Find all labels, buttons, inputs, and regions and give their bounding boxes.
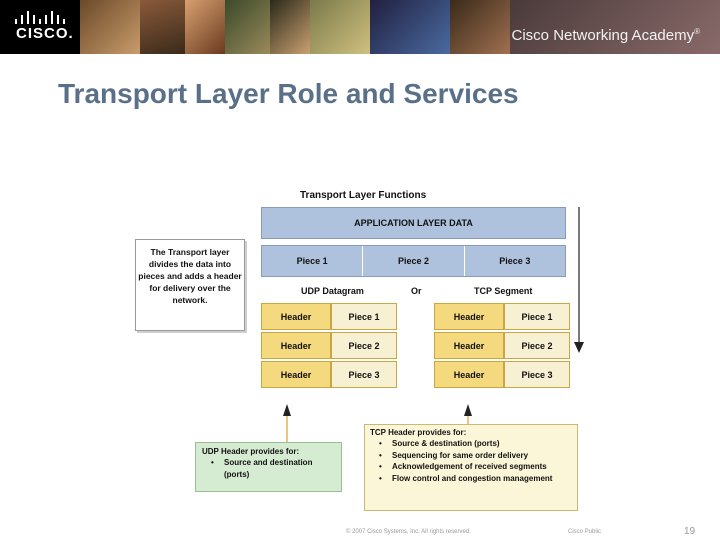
udp-box-title: UDP Header provides for: bbox=[202, 447, 300, 456]
banner-photo bbox=[140, 0, 185, 54]
tcp-segment-row: Header Piece 1 bbox=[434, 303, 570, 330]
udp-segment-row: Header Piece 1 bbox=[261, 303, 397, 330]
tcp-header-box: TCP Header provides for: Source & destin… bbox=[364, 424, 578, 511]
udp-segment-row: Header Piece 3 bbox=[261, 361, 397, 388]
banner-photo bbox=[370, 0, 450, 54]
tcp-box-item: Sequencing for same order delivery bbox=[370, 450, 572, 462]
banner-photo bbox=[185, 0, 225, 54]
or-label: Or bbox=[411, 286, 422, 296]
segment-piece-cell: Piece 3 bbox=[331, 361, 397, 388]
udp-header-box: UDP Header provides for: Source and dest… bbox=[195, 442, 342, 492]
segment-piece-cell: Piece 1 bbox=[504, 303, 570, 330]
banner-photo bbox=[225, 0, 270, 54]
transport-layer-callout: The Transport layer divides the data int… bbox=[135, 239, 245, 331]
slide-title: Transport Layer Role and Services bbox=[58, 78, 519, 109]
banner-photo bbox=[510, 0, 720, 54]
tcp-arrow-head bbox=[464, 404, 472, 416]
header-cell: Header bbox=[261, 303, 331, 330]
segment-piece-cell: Piece 3 bbox=[504, 361, 570, 388]
pieces-row: Piece 1 Piece 2 Piece 3 bbox=[261, 245, 566, 277]
tcp-segment-row: Header Piece 3 bbox=[434, 361, 570, 388]
udp-segment-row: Header Piece 2 bbox=[261, 332, 397, 359]
tcp-box-item: Acknowledgement of received segments bbox=[370, 461, 572, 473]
segment-piece-cell: Piece 1 bbox=[331, 303, 397, 330]
header-cell: Header bbox=[434, 303, 504, 330]
cisco-bridge-icon bbox=[15, 11, 65, 24]
page-number: 19 bbox=[684, 526, 696, 537]
tcp-box-item: Flow control and congestion management bbox=[370, 473, 572, 485]
figure-title: Transport Layer Functions bbox=[300, 190, 427, 201]
header-cell: Header bbox=[434, 332, 504, 359]
banner-photo bbox=[310, 0, 370, 54]
segment-piece-cell: Piece 2 bbox=[504, 332, 570, 359]
footer-classification: Cisco Public bbox=[568, 529, 602, 535]
udp-datagram-label: UDP Datagram bbox=[301, 286, 364, 296]
piece-cell: Piece 3 bbox=[499, 256, 531, 266]
tcp-box-item: Source & destination (ports) bbox=[370, 438, 572, 450]
tcp-segment-label: TCP Segment bbox=[474, 286, 533, 296]
header-cell: Header bbox=[261, 332, 331, 359]
piece-cell: Piece 2 bbox=[363, 246, 465, 276]
banner-photo bbox=[450, 0, 510, 54]
piece-cell: Piece 1 bbox=[262, 246, 364, 276]
udp-arrow-head bbox=[283, 404, 291, 416]
footer-copyright: © 2007 Cisco Systems, Inc. All rights re… bbox=[346, 529, 471, 535]
banner-photo bbox=[270, 0, 310, 54]
header-banner: CISCO. Cisco Networking Academy® bbox=[0, 0, 720, 54]
tcp-segment-row: Header Piece 2 bbox=[434, 332, 570, 359]
banner-photo bbox=[80, 0, 140, 54]
application-data-block: APPLICATION LAYER DATA bbox=[261, 207, 566, 239]
header-cell: Header bbox=[261, 361, 331, 388]
header-cell: Header bbox=[434, 361, 504, 388]
academy-label: Cisco Networking Academy® bbox=[511, 27, 700, 44]
cisco-logo-text: CISCO. bbox=[16, 25, 74, 42]
udp-box-item: Source and destination (ports) bbox=[202, 457, 335, 480]
segment-piece-cell: Piece 2 bbox=[331, 332, 397, 359]
down-arrow-head bbox=[574, 342, 584, 353]
tcp-box-title: TCP Header provides for: bbox=[370, 428, 467, 437]
